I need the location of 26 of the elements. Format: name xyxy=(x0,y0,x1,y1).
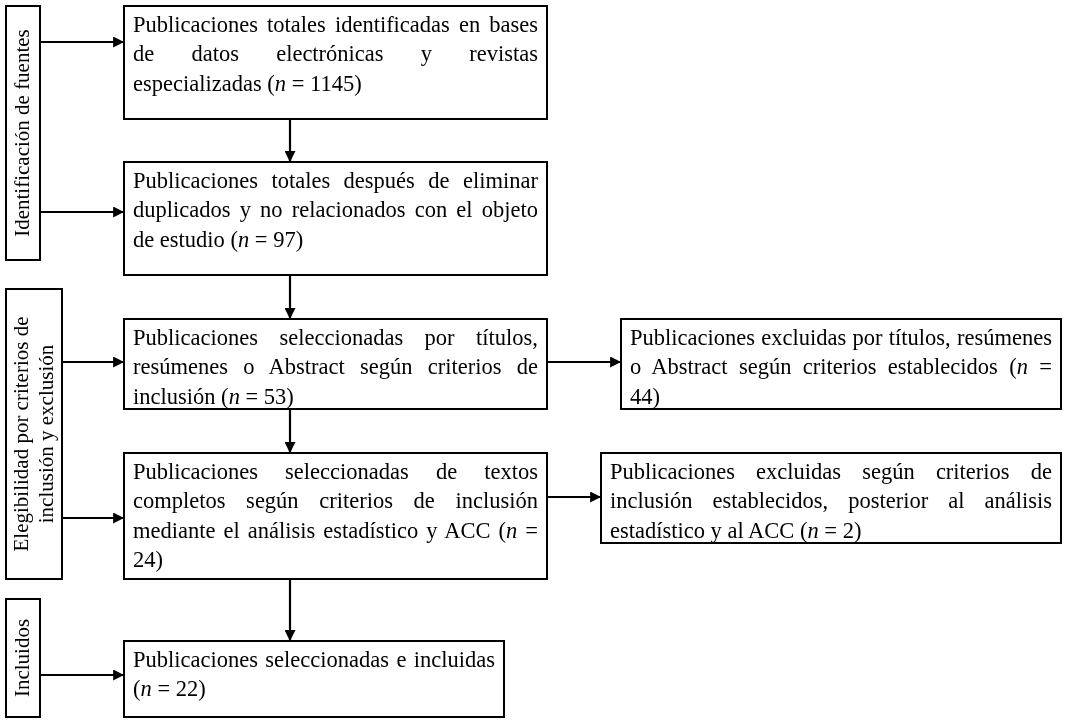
arrow xyxy=(284,120,296,163)
stage-label-box xyxy=(5,5,41,261)
arrow xyxy=(284,276,296,320)
arrow xyxy=(41,206,125,218)
arrow xyxy=(284,410,296,454)
stage-label-box xyxy=(5,598,41,718)
arrow xyxy=(63,512,125,524)
stage-label: Identificación de fuentes xyxy=(10,28,36,239)
stage-label: Elegibilidad por criterios de inclusión y exclusión xyxy=(8,315,59,554)
arrow xyxy=(548,356,622,368)
process-text: Publicaciones seleccionadas e incluidas (n = 22) xyxy=(133,646,495,704)
process-text: Publicaciones totales después de eliminar duplicados y no relacionados con el objeto de estudio (n = 97) xyxy=(133,167,538,254)
process-text: Publicaciones totales identificadas en bases de datos electrónicas y revistas especializadas (n = 1145) xyxy=(133,11,538,98)
process-box xyxy=(123,640,505,718)
process-box xyxy=(123,5,548,120)
arrow xyxy=(63,356,125,368)
process-text: Publicaciones seleccionadas de textos completos según criterios de inclusión mediante el análisis estadístico y ACC (n = 24) xyxy=(133,458,538,574)
arrow xyxy=(548,491,602,503)
process-box xyxy=(123,161,548,276)
arrow xyxy=(284,580,296,642)
process-text: Publicaciones excluidas por títulos, resúmenes o Abstract según criterios establecidos (n = 44) xyxy=(630,324,1052,411)
arrow xyxy=(41,669,125,681)
arrow xyxy=(41,36,125,48)
process-text: Publicaciones seleccionadas por títulos, resúmenes o Abstract según criterios de inclusión (n = 53) xyxy=(133,324,538,411)
stage-label-box xyxy=(5,288,63,580)
stage-label: Incluidos xyxy=(10,617,36,700)
